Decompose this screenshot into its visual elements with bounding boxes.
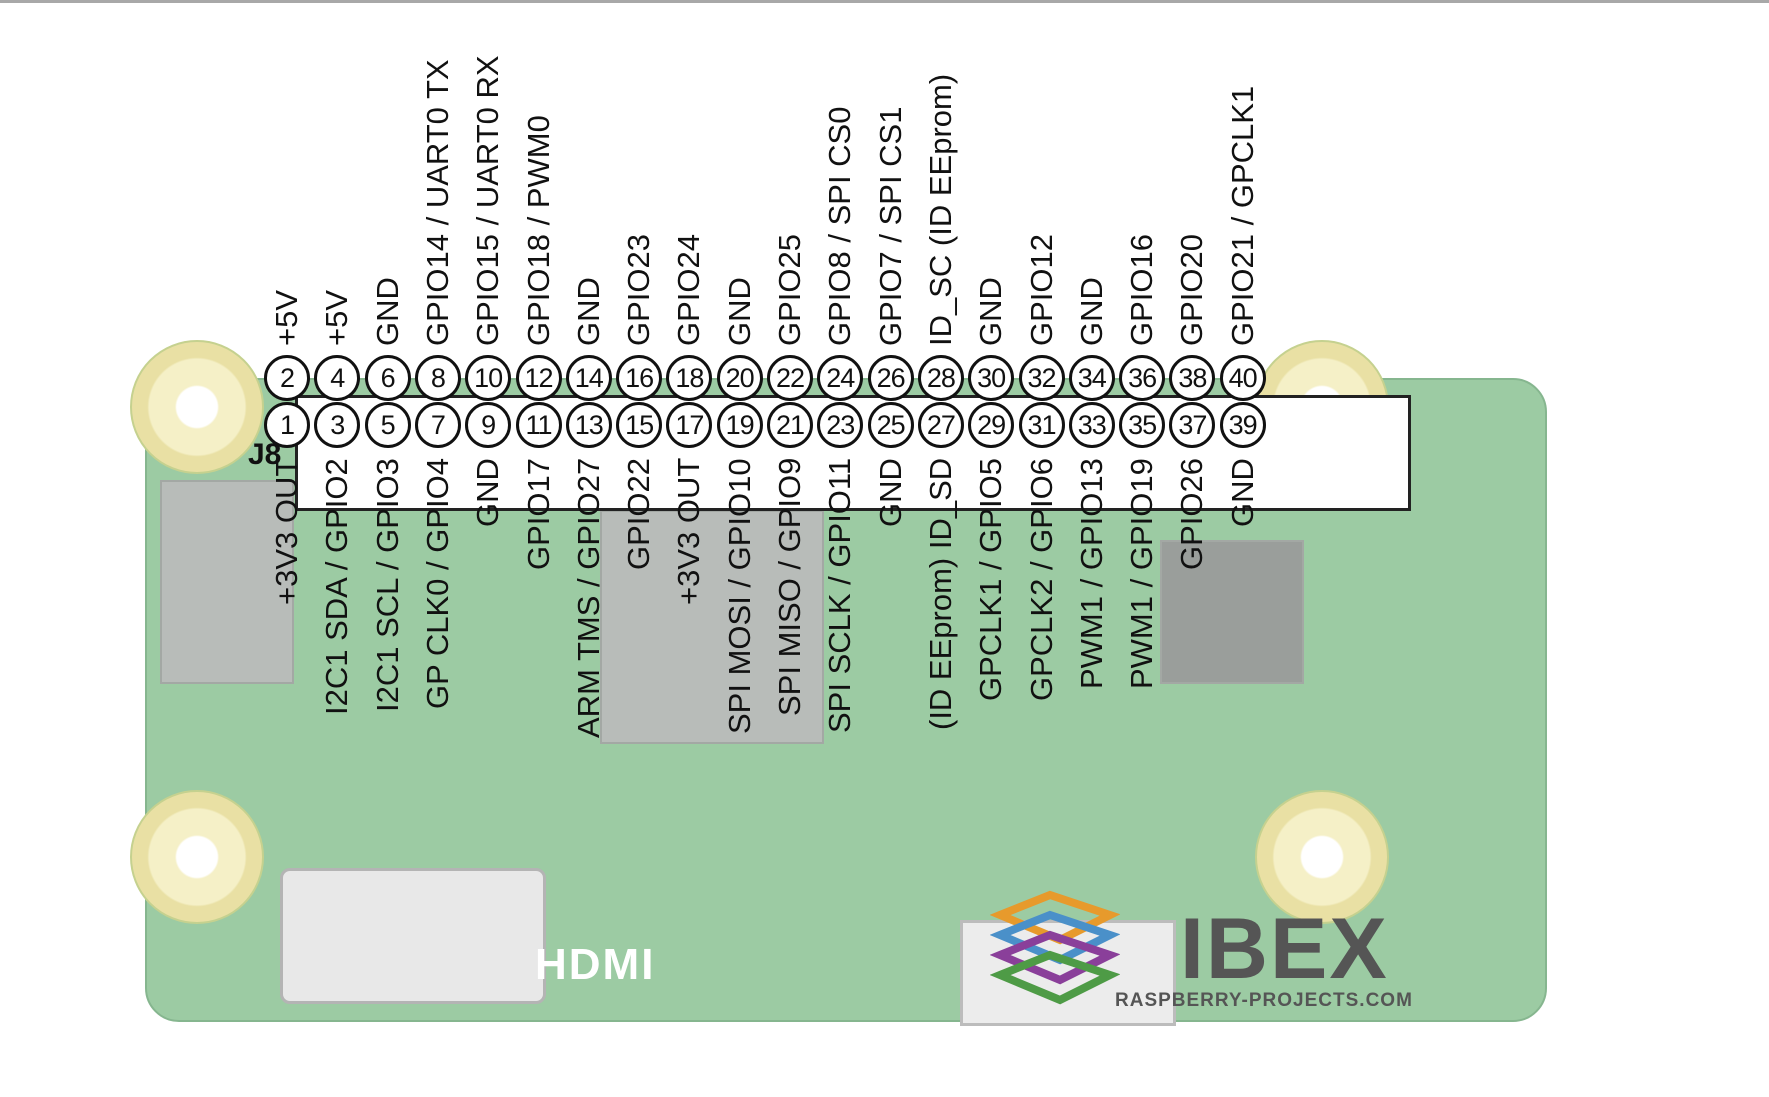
pin-label-17: +3V3 OUT	[671, 458, 707, 606]
pin-1: 1	[264, 402, 310, 448]
pin-4: 4	[314, 355, 361, 401]
pin-label-34: GND	[1073, 277, 1109, 346]
pin-label-28: ID_SC (ID EEprom)	[922, 73, 958, 346]
pin-3: 3	[314, 402, 361, 448]
pin-label-37: GPIO26	[1174, 458, 1210, 570]
pin-16: 16	[616, 355, 663, 401]
pin-label-11: GPIO17	[520, 458, 556, 570]
pin-label-14: GND	[570, 277, 606, 346]
pin-9: 9	[465, 402, 512, 448]
pin-30: 30	[968, 355, 1015, 401]
pin-10: 10	[465, 355, 512, 401]
pin-18: 18	[666, 355, 713, 401]
pin-label-18: GPIO24	[671, 234, 707, 346]
sd-card-slot	[160, 480, 294, 684]
pin-36: 36	[1119, 355, 1166, 401]
pin-label-39: GND	[1224, 458, 1260, 527]
pin-15: 15	[616, 402, 663, 448]
pin-label-15: GPIO22	[621, 458, 657, 570]
pin-14: 14	[565, 355, 612, 401]
pin-label-23: SPI SCLK / GPIO11	[822, 458, 858, 734]
pin-21: 21	[767, 402, 813, 448]
pin-34: 34	[1068, 355, 1115, 401]
pin-7: 7	[414, 402, 461, 448]
pin-label-22: GPIO25	[772, 234, 807, 346]
pin-22: 22	[767, 355, 813, 401]
pin-13: 13	[565, 402, 612, 448]
pin-39: 39	[1219, 402, 1266, 448]
ibex-logo-icon	[990, 890, 1120, 1005]
pin-label-21: SPI MISO / GPIO9	[772, 458, 807, 717]
pin-20: 20	[716, 355, 763, 401]
pin-label-10: GPIO15 / UART0 RX	[470, 55, 506, 346]
pin-label-33: PWM1 / GPIO13	[1073, 458, 1109, 689]
pin-label-1: +3V3 OUT	[269, 458, 304, 606]
ibex-logo-text: IBEX	[1180, 901, 1389, 997]
pin-label-38: GPIO20	[1174, 234, 1210, 346]
mounting-hole-bottom-left	[130, 790, 264, 924]
pin-label-5: I2C1 SCL / GPIO3	[369, 458, 405, 712]
pin-label-9: GND	[470, 458, 506, 527]
pin-31: 31	[1018, 402, 1065, 448]
pin-label-3: I2C1 SDA / GPIO2	[319, 458, 355, 715]
pin-12: 12	[515, 355, 562, 401]
pin-17: 17	[666, 402, 713, 448]
pin-37: 37	[1169, 402, 1216, 448]
pin-label-35: PWM1 / GPIO19	[1124, 458, 1160, 689]
pin-8: 8	[414, 355, 461, 401]
pin-label-24: GPIO8 / SPI CS0	[822, 106, 858, 346]
pin-label-6: GND	[369, 277, 405, 346]
pin-label-13: ARM TMS / GPIO27	[570, 458, 606, 739]
pin-label-32: GPIO12	[1023, 234, 1059, 346]
pin-19: 19	[716, 402, 763, 448]
pin-24: 24	[817, 355, 864, 401]
pin-label-19: SPI MOSI / GPIO10	[721, 458, 757, 734]
pin-label-12: GPIO18 / PWM0	[520, 115, 556, 346]
pin-26: 26	[867, 355, 914, 401]
pin-label-26: GPIO7 / SPI CS1	[872, 106, 908, 346]
pin-33: 33	[1068, 402, 1115, 448]
ibex-logo-site: RASPBERRY-PROJECTS.COM	[1115, 990, 1413, 1011]
pin-35: 35	[1119, 402, 1166, 448]
pin-27: 27	[917, 402, 964, 448]
pin-32: 32	[1018, 355, 1065, 401]
pin-label-36: GPIO16	[1124, 234, 1160, 346]
pin-29: 29	[968, 402, 1015, 448]
pin-label-4: +5V	[319, 289, 355, 346]
pin-label-25: GND	[872, 458, 908, 527]
pin-6: 6	[364, 355, 411, 401]
pin-38: 38	[1169, 355, 1216, 401]
hdmi-silkscreen: HDMI	[535, 940, 656, 989]
pin-label-7: GP CLK0 / GPIO4	[419, 458, 455, 709]
pin-label-29: GPCLK1 / GPIO5	[973, 458, 1009, 701]
pin-11: 11	[515, 402, 562, 448]
pin-25: 25	[867, 402, 914, 448]
pin-label-8: GPIO14 / UART0 TX	[419, 59, 455, 346]
mini-hdmi-port	[280, 868, 546, 1004]
pin-28: 28	[917, 355, 964, 401]
top-border	[0, 0, 1769, 3]
pin-23: 23	[817, 402, 864, 448]
pin-40: 40	[1219, 355, 1266, 401]
mounting-hole-top-left	[130, 340, 264, 474]
regulator-chip	[1160, 540, 1304, 684]
pin-2: 2	[264, 355, 310, 401]
pin-label-30: GND	[973, 277, 1009, 346]
mounting-hole-bottom-right	[1255, 790, 1389, 924]
pin-5: 5	[364, 402, 411, 448]
pin-label-27: (ID EEprom) ID_SD	[922, 458, 958, 731]
pin-label-16: GPIO23	[621, 234, 657, 346]
pin-label-31: GPCLK2 / GPIO6	[1023, 458, 1059, 701]
pin-label-40: GPIO21 / GPCLK1	[1224, 85, 1260, 346]
pin-label-20: GND	[721, 277, 757, 346]
pin-label-2: +5V	[269, 289, 304, 346]
soc-chip	[600, 510, 824, 744]
